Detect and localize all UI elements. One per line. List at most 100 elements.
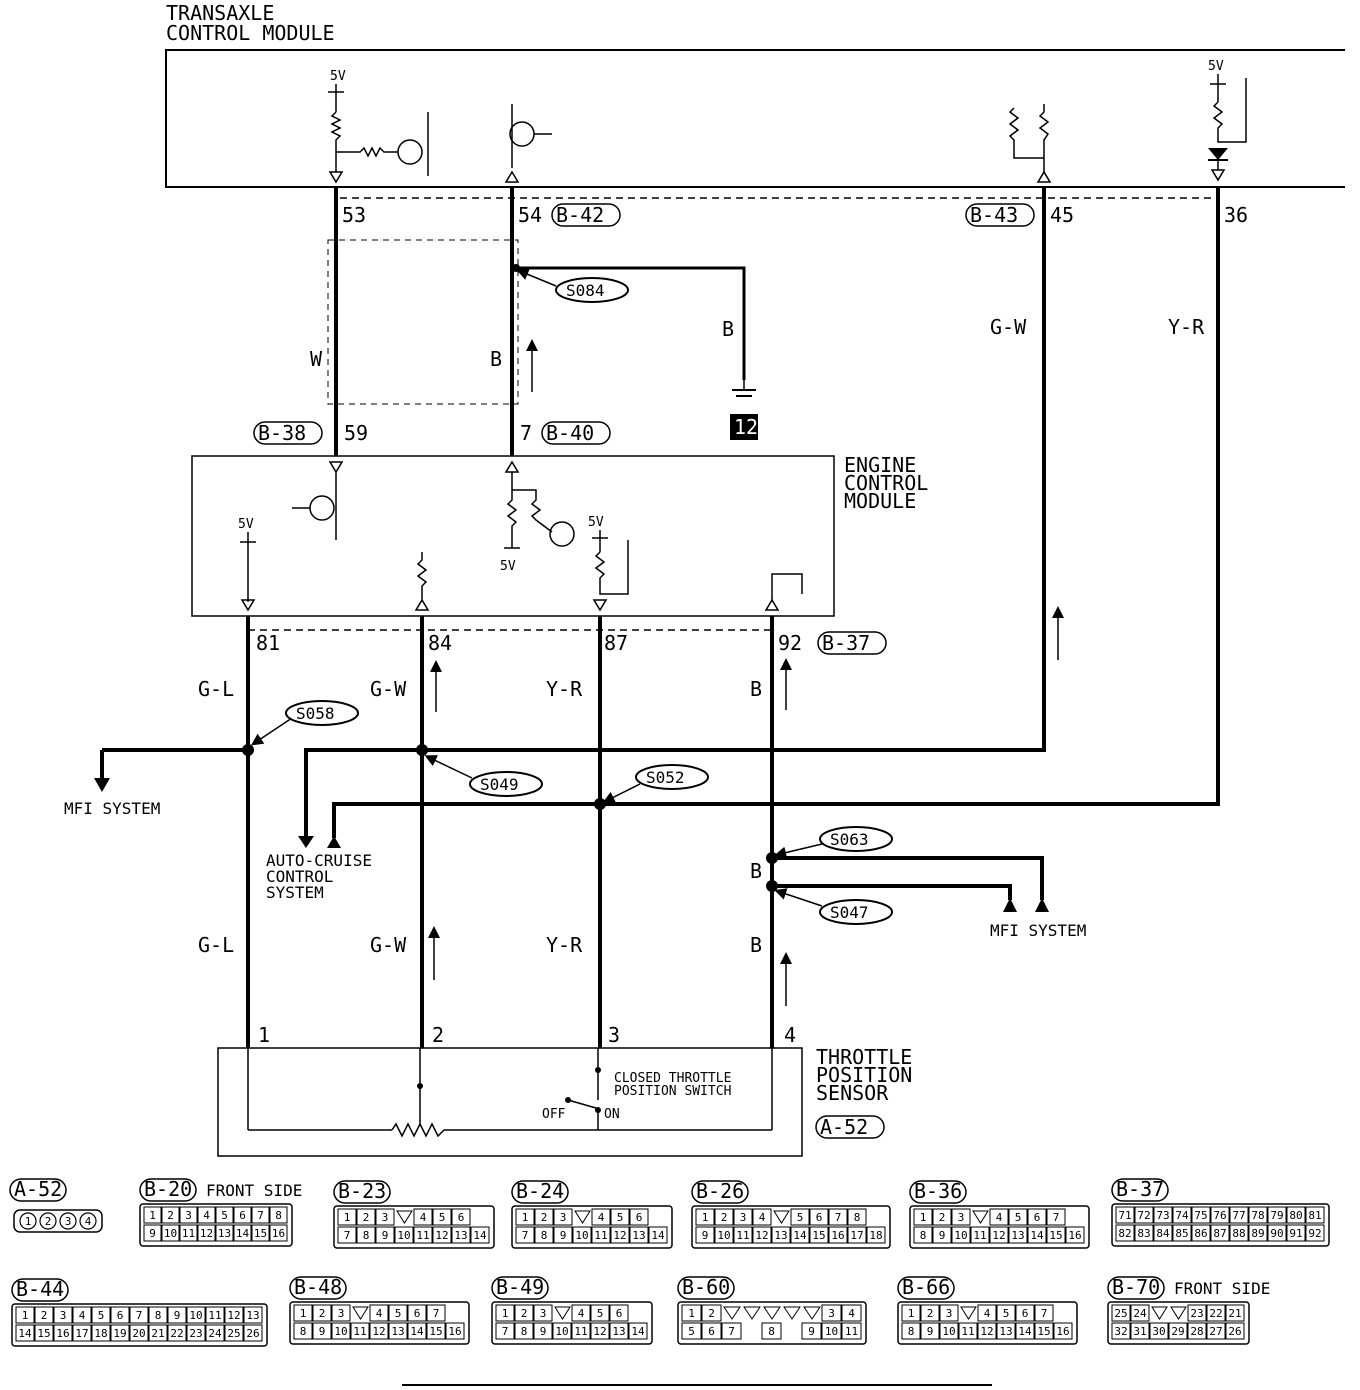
face-pin-b60: 7 bbox=[728, 1325, 735, 1338]
ecm-pin-81: 81 bbox=[256, 631, 280, 655]
face-pin-b44: 18 bbox=[94, 1327, 107, 1340]
face-pin-b26: 16 bbox=[831, 1229, 844, 1242]
face-pin-b44: 19 bbox=[113, 1327, 126, 1340]
face-pin-b66: 8 bbox=[908, 1325, 915, 1338]
face-pin-b36: 7 bbox=[1053, 1211, 1060, 1224]
face-label-text-b23: B-23 bbox=[338, 1179, 386, 1203]
face-label-text-b36: B-36 bbox=[914, 1179, 962, 1203]
face-pin-b60: 6 bbox=[708, 1325, 715, 1338]
face-pin-b20: 12 bbox=[200, 1227, 213, 1240]
switch-name-line1: CLOSED THROTTLE bbox=[614, 1071, 731, 1086]
face-pin-b44: 9 bbox=[174, 1309, 181, 1322]
wire-color-gw-tcm: G-W bbox=[990, 315, 1027, 339]
face-label-b44: B-44 bbox=[11, 1277, 69, 1302]
face-pin-b70: 28 bbox=[1190, 1325, 1203, 1338]
face-pin-b20: 4 bbox=[203, 1209, 210, 1222]
face-pin-b49: 3 bbox=[540, 1307, 547, 1320]
face-pin-b66: 9 bbox=[927, 1325, 934, 1338]
face-label-text-b60: B-60 bbox=[682, 1275, 730, 1299]
face-pin-b26: 4 bbox=[759, 1211, 766, 1224]
face-pin-b60: 11 bbox=[845, 1325, 858, 1338]
face-pin-b37: 83 bbox=[1137, 1227, 1150, 1240]
face-label-text-b49: B-49 bbox=[496, 1275, 544, 1299]
face-pin-b48: 12 bbox=[372, 1325, 385, 1338]
face-pin-b37: 75 bbox=[1194, 1209, 1207, 1222]
face-pin-b37: 73 bbox=[1156, 1209, 1169, 1222]
face-pin-b37: 89 bbox=[1251, 1227, 1264, 1240]
face-pin-b66: 12 bbox=[980, 1325, 993, 1338]
face-pin-b20: 2 bbox=[167, 1209, 174, 1222]
ecm-title-line3: MODULE bbox=[844, 489, 916, 513]
face-pin-b36: 10 bbox=[954, 1229, 967, 1242]
face-pin-b36: 11 bbox=[973, 1229, 986, 1242]
svg-text:S063: S063 bbox=[830, 830, 869, 849]
tcm-5v-label-2: 5V bbox=[1208, 59, 1224, 74]
wire-color-gl-2: G-L bbox=[198, 933, 234, 957]
face-pin-b70: 26 bbox=[1228, 1325, 1241, 1338]
face-pin-b44: 8 bbox=[155, 1309, 162, 1322]
face-pin-b37: 77 bbox=[1232, 1209, 1245, 1222]
face-label-b60: B-60 bbox=[677, 1275, 735, 1300]
face-pin-b44: 24 bbox=[208, 1327, 222, 1340]
face-pin-b37: 71 bbox=[1118, 1209, 1131, 1222]
face-label-text-b48: B-48 bbox=[294, 1275, 342, 1299]
face-pin-b66: 7 bbox=[1041, 1307, 1048, 1320]
face-pin-b44: 20 bbox=[132, 1327, 145, 1340]
face-pin-b26: 3 bbox=[740, 1211, 747, 1224]
tcm-pin-53: 53 bbox=[342, 203, 366, 227]
face-pin-b37: 79 bbox=[1270, 1209, 1283, 1222]
face-pin-b60: 9 bbox=[808, 1325, 815, 1338]
face-pin-b48: 3 bbox=[338, 1307, 345, 1320]
face-pin-b44: 14 bbox=[18, 1327, 32, 1340]
face-pin-b48: 8 bbox=[300, 1325, 307, 1338]
face-pin-b37: 81 bbox=[1308, 1209, 1321, 1222]
face-pin-b36: 8 bbox=[920, 1229, 927, 1242]
face-pin-b44: 16 bbox=[56, 1327, 69, 1340]
transaxle-control-module: TRANSAXLE CONTROL MODULE 5V 5V bbox=[165, 1, 1345, 188]
wire-color-b-2: B bbox=[750, 677, 762, 701]
face-pin-b60: 2 bbox=[708, 1307, 715, 1320]
tps-title-line2: POSITION bbox=[816, 1063, 912, 1087]
svg-text:B-42: B-42 bbox=[556, 203, 604, 227]
switch-on-label: ON bbox=[604, 1107, 620, 1122]
connector-tag-b38: B-38 bbox=[253, 421, 323, 445]
face-pin-b23: 14 bbox=[473, 1229, 487, 1242]
face-pin-b60: 10 bbox=[825, 1325, 838, 1338]
face-label-text-b24: B-24 bbox=[516, 1179, 564, 1203]
engine-control-module: ENGINE CONTROL MODULE 5V 5V 5V bbox=[191, 453, 928, 617]
face-pin-b49: 10 bbox=[555, 1325, 568, 1338]
face-pin-b26: 10 bbox=[717, 1229, 730, 1242]
face-pin-b20: 14 bbox=[236, 1227, 250, 1240]
svg-text:S084: S084 bbox=[566, 281, 605, 300]
ground-symbol: 12 bbox=[730, 380, 758, 440]
face-label-text-b70: B-70 bbox=[1112, 1275, 1160, 1299]
face-pin-b44: 1 bbox=[22, 1309, 29, 1322]
face-pin-b24: 9 bbox=[560, 1229, 567, 1242]
wire-color-b-1: B bbox=[490, 347, 502, 371]
face-pin-b26: 7 bbox=[835, 1211, 842, 1224]
wire-color-b-ground: B bbox=[722, 317, 734, 341]
svg-text:S052: S052 bbox=[646, 768, 685, 787]
face-pin-b49: 14 bbox=[631, 1325, 645, 1338]
svg-text:S058: S058 bbox=[296, 704, 335, 723]
face-pin-b36: 14 bbox=[1030, 1229, 1044, 1242]
face-pin-b20: 15 bbox=[254, 1227, 267, 1240]
wire-color-w: W bbox=[310, 347, 323, 371]
face-label-b24: B-24 bbox=[511, 1179, 569, 1204]
face-pin-b24: 8 bbox=[541, 1229, 548, 1242]
face-pin-b49: 2 bbox=[521, 1307, 528, 1320]
face-pin-b49: 6 bbox=[616, 1307, 623, 1320]
face-pin-b20: 1 bbox=[149, 1209, 156, 1222]
face-pin-b44: 4 bbox=[79, 1309, 86, 1322]
face-pin-b20: 16 bbox=[272, 1227, 285, 1240]
tps-pin-3: 3 bbox=[608, 1023, 620, 1047]
face-pin-b49: 7 bbox=[502, 1325, 509, 1338]
face-label-b26: B-26 bbox=[691, 1179, 749, 1204]
svg-text:S047: S047 bbox=[830, 903, 869, 922]
face-pin-b48: 10 bbox=[334, 1325, 347, 1338]
face-pin-b23: 3 bbox=[382, 1211, 389, 1224]
face-pin-b49: 13 bbox=[612, 1325, 625, 1338]
face-pin-b20: 7 bbox=[257, 1209, 264, 1222]
face-pin-b37: 87 bbox=[1213, 1227, 1226, 1240]
face-pin-b44: 25 bbox=[227, 1327, 240, 1340]
